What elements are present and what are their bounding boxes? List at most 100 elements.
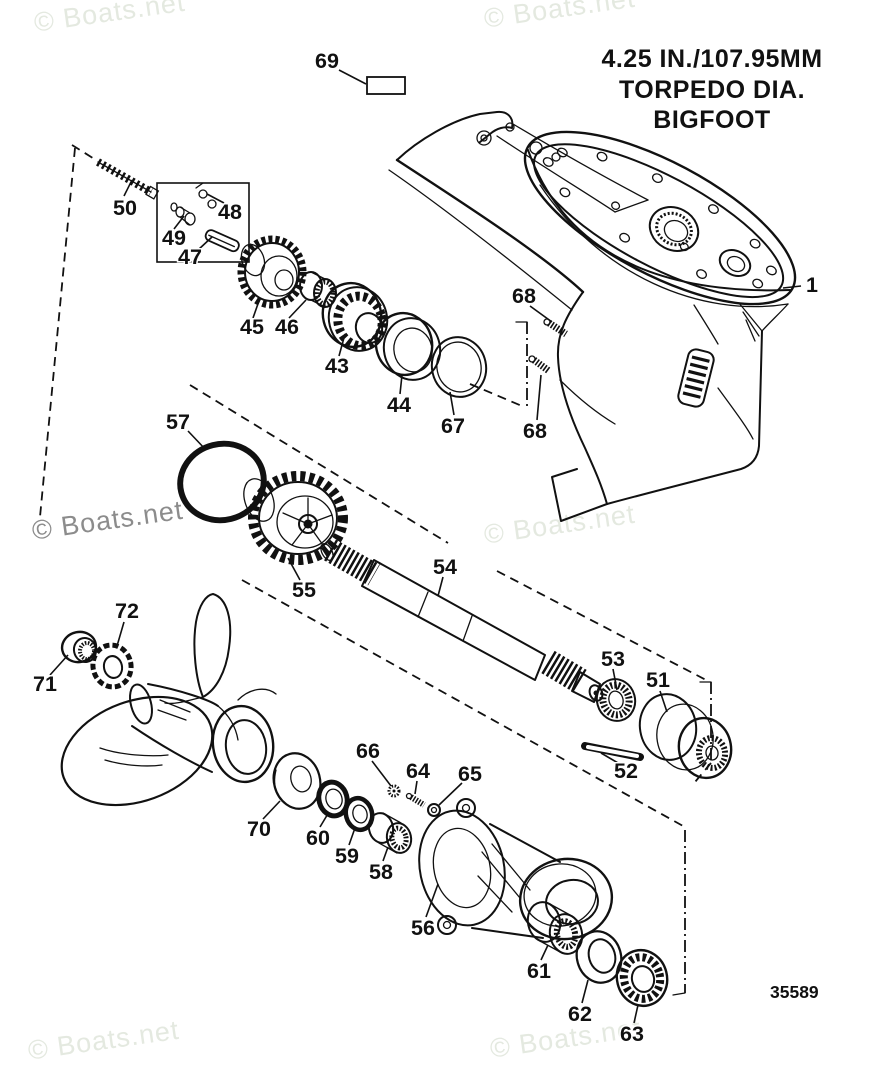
part-53-ring-drawing	[595, 678, 637, 722]
callout-leader-50	[123, 179, 133, 197]
callout-leader-72	[116, 621, 125, 647]
part-54-prop-shaft-drawing	[320, 539, 604, 703]
part-59-seal-drawing	[343, 795, 375, 833]
callout-leader-57	[187, 430, 207, 451]
callout-number-44: 44	[387, 393, 411, 417]
callout-number-43: 43	[325, 354, 349, 378]
callout-leader-56	[425, 883, 439, 918]
part-61-bearing-drawing	[526, 901, 584, 955]
part-71-nut-drawing	[60, 630, 98, 664]
part-58-bearing-drawing	[367, 812, 413, 854]
callout-number-55: 55	[292, 578, 316, 602]
callout-number-48: 48	[218, 200, 242, 224]
callout-number-72: 72	[115, 599, 139, 623]
callout-number-65: 65	[458, 762, 482, 786]
title-block: 4.25 IN./107.95MM TORPEDO DIA. BIGFOOT	[556, 44, 868, 136]
part-60-seal-drawing	[316, 779, 350, 819]
callout-leader-45	[252, 297, 261, 319]
part-68-screw-lower-drawing	[528, 355, 552, 374]
callout-number-45: 45	[240, 315, 264, 339]
callout-leader-61	[540, 944, 549, 961]
callout-number-58: 58	[369, 860, 393, 884]
callout-number-60: 60	[306, 826, 330, 850]
callout-number-50: 50	[113, 196, 137, 220]
callout-leader-48	[206, 193, 225, 204]
part-65-washer-drawing	[427, 803, 441, 817]
callout-number-66: 66	[356, 739, 380, 763]
title-line-1: 4.25 IN./107.95MM	[601, 45, 823, 73]
part-70-washer-drawing	[272, 752, 322, 810]
callout-leader-69	[338, 69, 367, 85]
callout-leader-70	[262, 800, 281, 820]
callout-number-56: 56	[411, 916, 435, 940]
callout-leader-51	[659, 690, 668, 713]
callout-leader-59	[348, 827, 356, 846]
callout-number-64: 64	[406, 759, 430, 783]
callout-leader-68	[529, 305, 553, 323]
part-69-plate-drawing	[366, 76, 406, 95]
callout-number-1: 1	[806, 273, 818, 297]
part-55-gear-drawing	[243, 471, 348, 565]
callout-leader-1	[782, 285, 802, 289]
part-56-bearing-carrier-drawing	[418, 798, 614, 941]
callout-number-68: 68	[512, 284, 536, 308]
part-72-tab-washer-drawing	[90, 642, 134, 690]
callout-number-46: 46	[275, 315, 299, 339]
callout-leader-63	[633, 1004, 639, 1024]
match-lines	[39, 144, 712, 996]
callout-leader-43	[338, 333, 346, 357]
part-1-gear-housing-drawing	[388, 110, 797, 522]
part-63-thrust-bearing-drawing	[615, 948, 669, 1008]
drawing-number: 35589	[770, 982, 819, 1002]
callout-number-61: 61	[527, 959, 551, 983]
callout-leader-65	[438, 782, 463, 806]
propeller-drawing	[60, 593, 277, 807]
callout-number-49: 49	[162, 226, 186, 250]
callout-number-57: 57	[166, 410, 190, 434]
callout-leader-55	[287, 557, 301, 581]
part-66-clip-drawing	[387, 784, 401, 798]
part-43-bearing-drawing	[321, 281, 389, 352]
callout-number-63: 63	[620, 1022, 644, 1046]
callout-number-69: 69	[315, 49, 339, 73]
callout-leader-46	[288, 299, 307, 319]
callout-number-51: 51	[646, 668, 670, 692]
callout-number-68: 68	[523, 419, 547, 443]
callout-leader-49	[173, 215, 185, 230]
callout-leader-53	[612, 668, 618, 691]
callout-leader-60	[319, 811, 330, 828]
callout-number-47: 47	[178, 245, 202, 269]
callout-leader-68	[536, 374, 542, 421]
callout-leader-58	[382, 846, 389, 862]
part-64-screw-drawing	[405, 792, 426, 808]
title-line-3: BIGFOOT	[653, 106, 771, 134]
callout-leader-64	[414, 780, 418, 795]
part-50-screw-drawing	[96, 158, 160, 200]
callout-leader-47	[197, 236, 213, 251]
callout-leader-67	[449, 391, 455, 416]
callout-leader-66	[371, 760, 392, 787]
part-57-oring-drawing	[177, 440, 267, 524]
part-44-race-drawing	[374, 311, 442, 381]
parts-box-47-48-49	[156, 182, 250, 263]
callout-number-53: 53	[601, 647, 625, 671]
callout-leader-52	[600, 752, 619, 764]
callout-leader-62	[581, 979, 589, 1004]
part-51-gear-assembly-drawing	[638, 693, 733, 780]
callout-number-67: 67	[441, 414, 465, 438]
callout-number-59: 59	[335, 844, 359, 868]
callout-leader-44	[399, 374, 403, 395]
callout-number-62: 62	[568, 1002, 592, 1026]
part-62-washer-drawing	[575, 930, 623, 984]
callout-number-71: 71	[33, 672, 57, 696]
callout-number-70: 70	[247, 817, 271, 841]
title-line-2: TORPEDO DIA.	[618, 75, 806, 104]
callout-leader-71	[49, 654, 69, 676]
callout-number-52: 52	[614, 759, 638, 783]
part-52-pin-drawing	[581, 742, 644, 761]
part-67-oring-drawing	[430, 336, 488, 398]
part-45-gear-drawing	[237, 235, 307, 309]
